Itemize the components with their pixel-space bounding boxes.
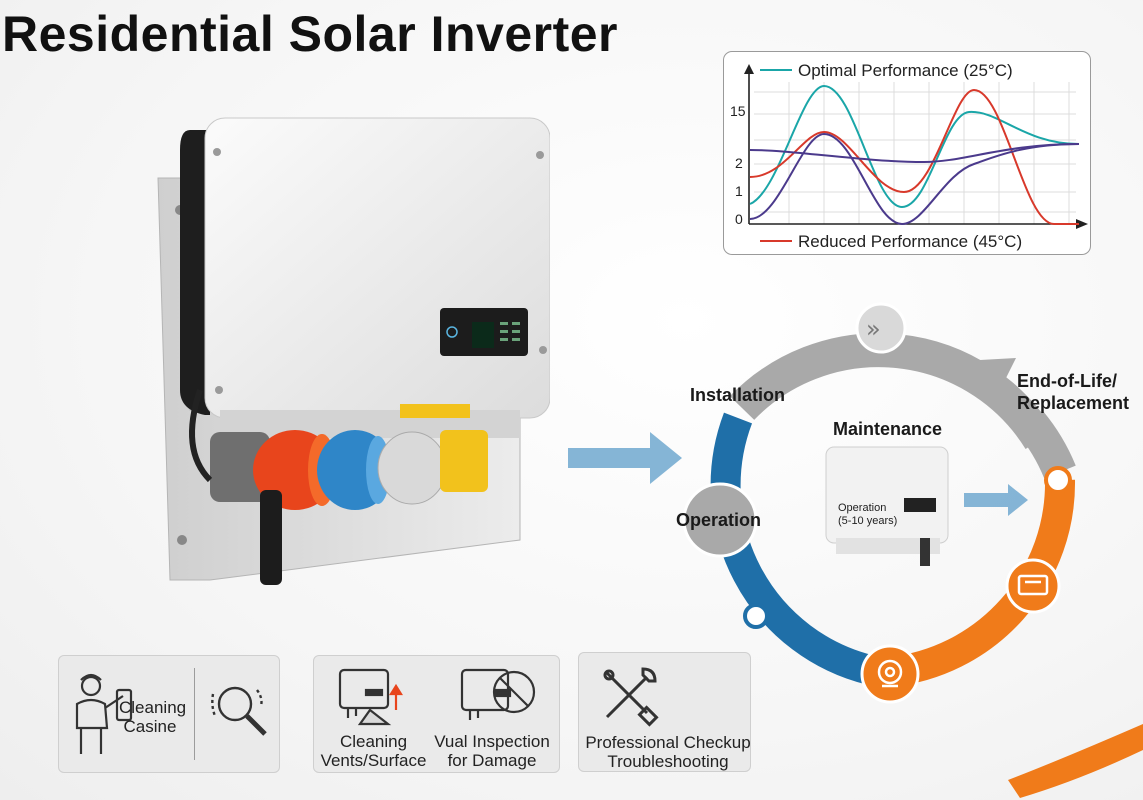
tip-checkup-text: Professional Checkup Troubleshooting [583,733,753,771]
cycle-arc-blue [710,412,874,685]
case-screw [213,148,221,156]
maintenance-inverter [825,446,949,566]
tip-card-professional-checkup: Professional Checkup Troubleshooting [578,652,751,772]
lifecycle-diagram: » [568,302,1076,704]
case-screw [539,346,547,354]
inverter-case [204,117,551,419]
device-label-line2: (5-10 years) [838,515,898,527]
case-screw [536,151,544,159]
magnifier-icon [211,686,267,736]
card-divider [194,668,195,760]
device-label-line1: Operation [838,502,887,514]
cycle-node-small [1044,466,1072,494]
tip-vents-text: Cleaning Vents/Surface [316,732,431,770]
tip-card-cleaning-casing: Cleaning Casine [58,655,280,773]
label-maintenance: Maintenance [833,419,943,439]
curve-baseline [749,143,1080,164]
worker-icon [75,673,133,754]
power-button-icon[interactable] [446,326,458,338]
tip-vents-line2: Vents/Surface [320,751,427,770]
tip-cleaning-casing-line2: Casine [123,717,177,736]
label-end-of-life: End-of-Life/ Replacement [1017,370,1129,414]
incoming-arrow [568,432,682,484]
cycle-node-small [743,603,769,629]
legend-reduced: Reduced Performance (45°C) [798,232,1022,251]
cable [189,389,213,483]
label-operation: Operation [676,510,762,530]
inverter-illustration [150,110,551,595]
tip-cleaning-casing-line1: Cleaning [119,698,187,717]
cycle-arc-orange [888,479,1076,687]
cycle-arc-gray-right [1016,411,1076,479]
tip-cleaning-casing-text: Cleaning Casine [119,698,187,736]
bracket-screw [177,535,187,545]
double-chevron-right-icon: » [866,315,881,343]
tip-inspection-line1: Vual Inspection [434,732,550,751]
display-screen [472,322,494,348]
vent-cleaning-icon [338,668,403,726]
performance-chart: Optimal Performance (25°C) Reduced Perfo… [723,51,1091,255]
orange-swoosh [1008,724,1143,798]
inverter-svg [157,117,551,585]
y-tick: 1 [735,183,743,199]
cycle-arrowhead [980,358,1016,390]
y-tick: 2 [735,155,743,171]
inverter-back-frame [180,130,210,415]
cycle-node-operation [682,482,758,558]
display-indicators [500,322,520,341]
cycle-node-meter [860,644,920,704]
legend-optimal: Optimal Performance (25°C) [798,61,1013,80]
curve-optimal [749,84,1080,209]
cable [260,490,282,585]
case-screw [215,386,223,394]
tip-checkup-line2: Troubleshooting [607,752,729,771]
label-installation: Installation [690,385,786,405]
tip-inspection-text: Vual Inspection for Damage [426,732,558,770]
cycle-node-top [855,302,907,354]
performance-chart-svg: Optimal Performance (25°C) Reduced Perfo… [730,61,1088,251]
wrench-screwdriver-icon [603,667,659,727]
tip-vents-line1: Cleaning [339,732,408,751]
y-tick: 15 [730,103,746,119]
label-end-of-life-line2: Replacement [1017,393,1130,413]
battery-icon [1017,574,1049,596]
cycle-node-battery [1005,558,1061,614]
cycle-arc-gray [729,333,1055,450]
maintenance-arrow [964,484,1028,516]
curve-third [749,132,1080,226]
y-tick: 0 [735,211,743,227]
inspection-icon [460,668,536,720]
tip-card-vents-inspection: Cleaning Vents/Surface Vual Inspection f… [313,655,560,773]
device-label: Operation (5-10 years) [838,502,897,528]
meter-icon [877,659,903,688]
y-axis-arrow [744,64,754,74]
x-axis-arrow [1076,219,1088,229]
page-title: Residential Solar Inverter [2,6,619,62]
tip-checkup-line1: Professional Checkup [585,733,751,752]
curve-reduced [749,88,1079,225]
label-end-of-life-line1: End-of-Life/ [1017,371,1117,391]
tip-inspection-line2: for Damage [447,751,537,770]
